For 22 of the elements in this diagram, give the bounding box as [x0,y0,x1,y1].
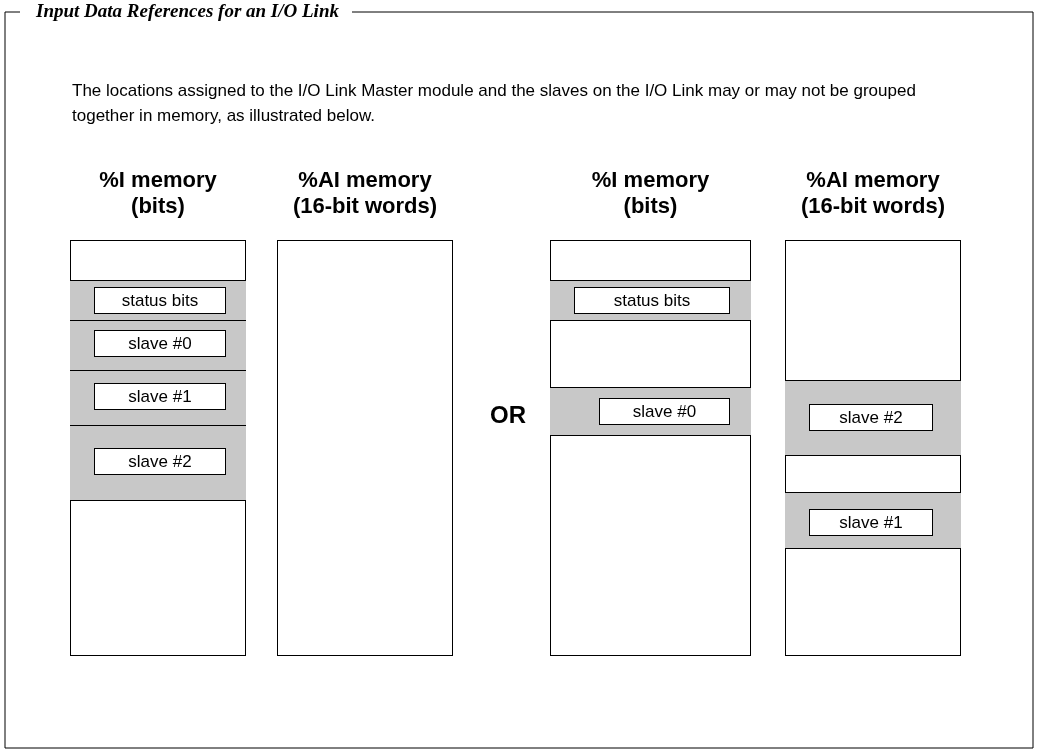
slot-label: status bits [574,287,730,314]
column-heading: %I memory (bits) [98,167,218,219]
memory-band [70,280,246,321]
slot-label: slave #1 [94,383,226,410]
memory-band [550,280,751,321]
column-heading: %AI memory (16-bit words) [291,167,439,219]
slot-label: slave #1 [809,509,933,536]
column-heading: %AI memory (16-bit words) [799,167,947,219]
slot-label: slave #2 [94,448,226,475]
slot-label: slave #2 [809,404,933,431]
memory-band [550,387,751,436]
memory-band [785,492,961,549]
memory-band [70,320,246,371]
or-text: OR [490,402,527,427]
memory-band [70,425,246,501]
slot-label: slave #0 [94,330,226,357]
memory-band [785,380,961,456]
slot-label: status bits [94,287,226,314]
column-heading: %I memory (bits) [590,167,711,219]
memory-band [70,370,246,426]
description-text: The locations assigned to the I/O Link Master module and the slaves on the I/O Link may or may not be grouped together in memory, as illustrated below. [72,80,917,127]
slot-label: slave #0 [599,398,730,425]
